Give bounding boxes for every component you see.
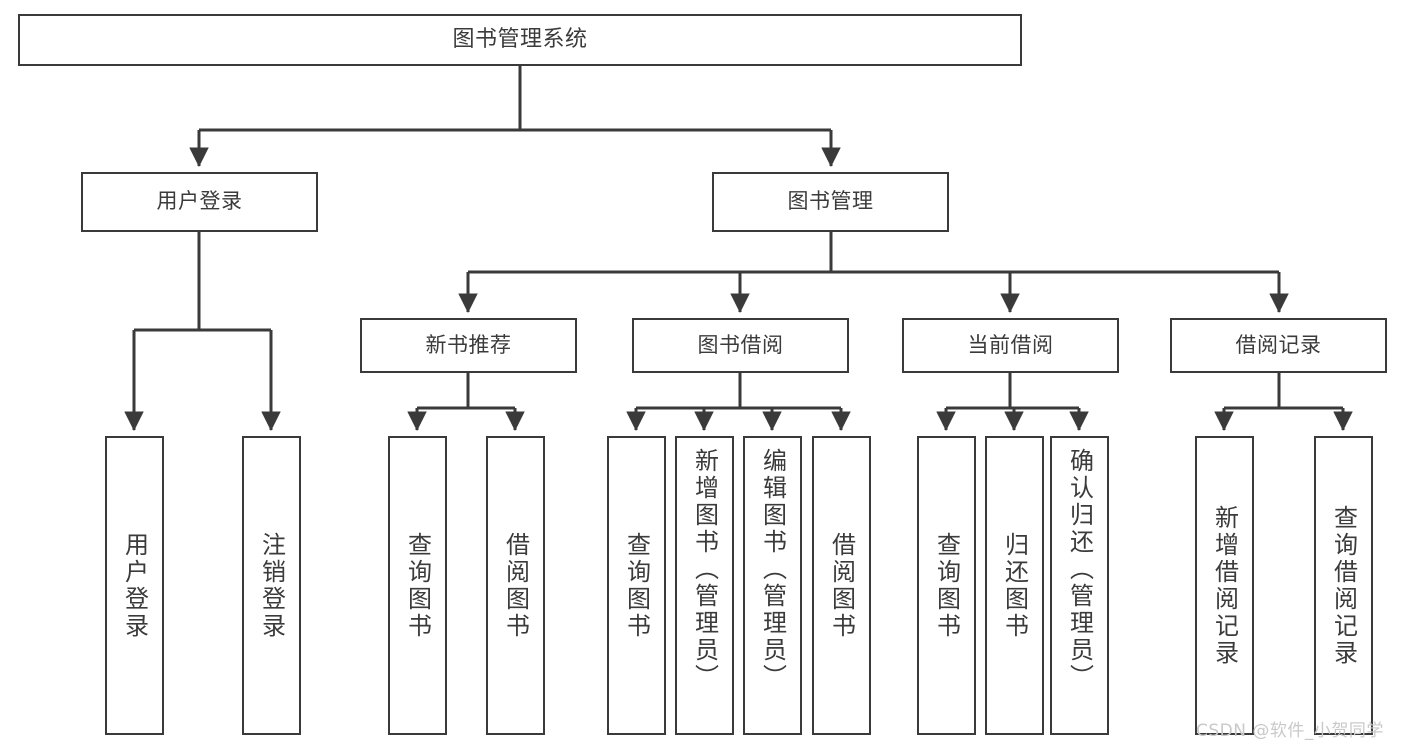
leaf-query-book-new[interactable]: 查询图书 xyxy=(388,436,447,735)
node-root[interactable]: 图书管理系统 xyxy=(18,14,1022,66)
leaf-logout-label: 注销登录 xyxy=(257,531,286,640)
leaf-borrow-book-new[interactable]: 借阅图书 xyxy=(486,436,545,735)
node-user-login[interactable]: 用户登录 xyxy=(81,172,318,232)
leaf-add-book-admin[interactable]: 新增图书（管理员） xyxy=(675,436,734,735)
leaf-query-book-borrow-label: 查询图书 xyxy=(622,531,651,640)
leaf-borrow-book-label: 借阅图书 xyxy=(827,531,856,640)
node-new-book-recommend[interactable]: 新书推荐 xyxy=(360,318,577,373)
leaf-query-book-current[interactable]: 查询图书 xyxy=(917,436,976,735)
watermark: CSDN @软件_小贺同学 xyxy=(1196,721,1384,741)
leaf-add-borrow-record-label: 新增借阅记录 xyxy=(1210,504,1239,667)
leaf-query-borrow-record-label: 查询借阅记录 xyxy=(1329,504,1358,667)
leaf-logout[interactable]: 注销登录 xyxy=(242,436,301,735)
leaf-confirm-return-admin-label: 确认归还（管理员） xyxy=(1065,448,1094,691)
node-book-management[interactable]: 图书管理 xyxy=(712,172,949,232)
node-borrow-records-label: 借阅记录 xyxy=(1235,332,1322,357)
leaf-query-borrow-record[interactable]: 查询借阅记录 xyxy=(1314,436,1373,735)
leaf-user-login[interactable]: 用户登录 xyxy=(105,436,164,735)
leaf-return-book[interactable]: 归还图书 xyxy=(985,436,1044,735)
node-root-label: 图书管理系统 xyxy=(452,26,588,52)
leaf-add-borrow-record[interactable]: 新增借阅记录 xyxy=(1195,436,1254,735)
leaf-borrow-book-new-label: 借阅图书 xyxy=(501,531,530,640)
node-new-book-recommend-label: 新书推荐 xyxy=(425,332,512,357)
leaf-return-book-label: 归还图书 xyxy=(1000,531,1029,640)
node-borrow-records[interactable]: 借阅记录 xyxy=(1170,318,1387,373)
leaf-query-book-borrow[interactable]: 查询图书 xyxy=(607,436,666,735)
node-book-borrow[interactable]: 图书借阅 xyxy=(632,318,849,373)
node-user-login-label: 用户登录 xyxy=(156,189,243,214)
leaf-edit-book-admin-label: 编辑图书（管理员） xyxy=(758,448,787,691)
node-book-management-label: 图书管理 xyxy=(787,189,874,214)
leaf-add-book-admin-label: 新增图书（管理员） xyxy=(690,448,719,691)
leaf-borrow-book[interactable]: 借阅图书 xyxy=(812,436,871,735)
leaf-edit-book-admin[interactable]: 编辑图书（管理员） xyxy=(743,436,802,735)
leaf-query-book-current-label: 查询图书 xyxy=(932,531,961,640)
node-current-borrow-label: 当前借阅 xyxy=(967,332,1054,357)
node-book-borrow-label: 图书借阅 xyxy=(697,332,784,357)
leaf-user-login-label: 用户登录 xyxy=(120,531,149,640)
leaf-confirm-return-admin[interactable]: 确认归还（管理员） xyxy=(1050,436,1109,735)
node-current-borrow[interactable]: 当前借阅 xyxy=(902,318,1119,373)
leaf-query-book-new-label: 查询图书 xyxy=(403,531,432,640)
